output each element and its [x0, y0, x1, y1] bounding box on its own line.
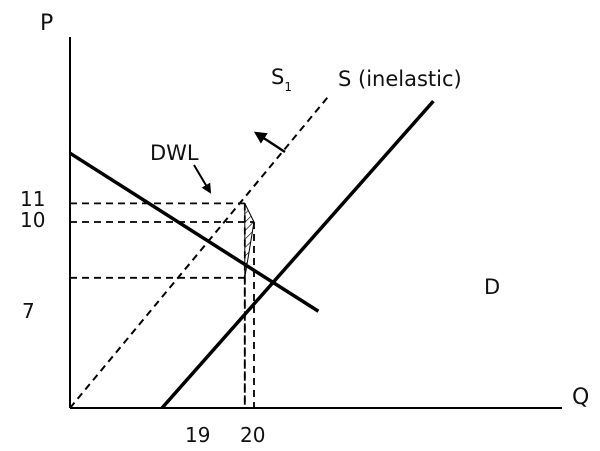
demand-curve-label: D — [484, 275, 500, 299]
shifted-supply-curve — [69, 96, 329, 409]
supply-shift-arrow — [253, 131, 286, 154]
x-tick-label: 20 — [240, 423, 265, 447]
y-tick-label: 10 — [20, 208, 45, 232]
x-tick-label: 19 — [185, 423, 210, 447]
dwl-hatched-area — [244, 203, 255, 278]
x-axis-label: Q — [572, 385, 589, 410]
y-axis-label: P — [40, 11, 53, 36]
shifted-supply-label-subscript: 1 — [284, 80, 292, 94]
y-tick-label: 11 — [20, 187, 45, 211]
curves — [69, 96, 435, 410]
dwl-pointer-arrow — [193, 164, 212, 194]
shifted-supply-curve-label: S1 — [271, 65, 292, 94]
dwl-label: DWL — [150, 141, 199, 165]
dashed-guide-lines — [70, 202, 255, 408]
y-tick-label: 7 — [22, 299, 35, 323]
supply-curve-label: S (inelastic) — [338, 67, 462, 91]
supply-curve — [160, 99, 435, 410]
demand-curve — [69, 151, 320, 313]
shifted-supply-label-main: S — [271, 65, 284, 89]
